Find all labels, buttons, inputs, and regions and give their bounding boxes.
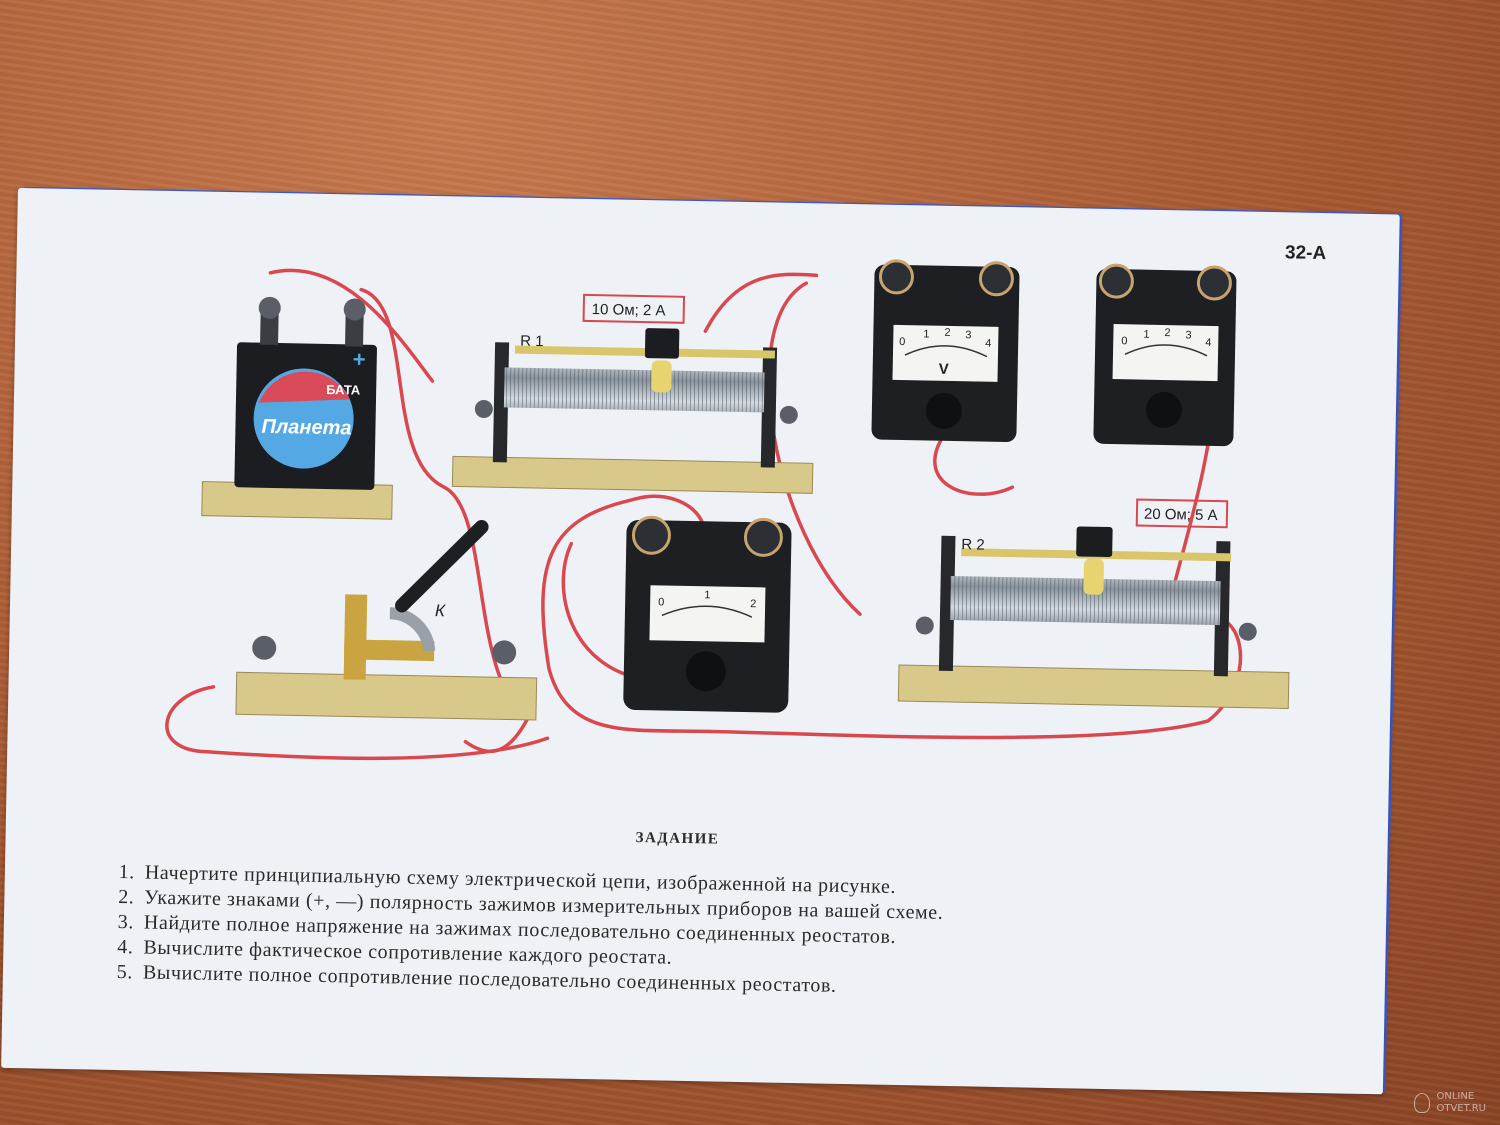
- ammeter-top: 0 1 2 3 4: [1093, 263, 1237, 447]
- knife-switch: К: [235, 519, 538, 721]
- voltmeter-tick-1: 1: [923, 328, 929, 340]
- ammeter-bottom-tick-2: 2: [750, 598, 756, 610]
- ammeter-bottom-tick-0: 0: [658, 596, 664, 608]
- voltmeter-unit: V: [939, 361, 949, 378]
- battery-brand: Планета: [261, 416, 351, 440]
- voltmeter-tick-2: 2: [944, 327, 950, 339]
- ammeter-top-tick-1: 1: [1143, 329, 1149, 341]
- wire-r1-to-voltmeter: [703, 272, 819, 333]
- ammeter-top-tick-0: 0: [1121, 335, 1127, 347]
- ammeter-bottom: 0 1 2: [623, 515, 792, 713]
- switch-label: К: [435, 601, 446, 620]
- wire-battery-to-r1: [268, 268, 435, 383]
- ammeter-top-tick-2: 2: [1164, 327, 1170, 339]
- rheostat-r1: R 1 10 Ом; 2 А: [451, 293, 814, 494]
- wire-switch-to-ammeter: [165, 685, 550, 761]
- circuit-illustration: БАТА Планета + R 1 10 Ом; 2 А: [165, 259, 1290, 761]
- voltmeter: 0 1 2 3 4 V: [871, 259, 1020, 443]
- battery-label-top: БАТА: [326, 382, 361, 398]
- r2-rating: 20 Ом; 5 А: [1144, 506, 1218, 524]
- task-title: ЗАДАНИЕ: [635, 829, 720, 848]
- lightbulb-icon: [1414, 1093, 1431, 1113]
- ammeter-bottom-tick-1: 1: [704, 589, 710, 601]
- r1-rating: 10 Ом; 2 А: [592, 301, 666, 319]
- wire-ammeter-bottom-to-r2: [561, 541, 651, 682]
- task-list: 1.Начертите принципиальную схему электри…: [103, 860, 944, 1001]
- rheostat-r2: R 2 20 Ом; 5 А: [897, 498, 1290, 709]
- voltmeter-tick-3: 3: [965, 329, 971, 341]
- task-card: 32-А: [1, 188, 1400, 1095]
- voltmeter-tick-0: 0: [899, 336, 905, 348]
- r1-label: R 1: [520, 333, 544, 350]
- watermark: ONLINE OTVET.RU: [1414, 1091, 1486, 1115]
- voltmeter-tick-4: 4: [985, 338, 991, 350]
- ammeter-top-tick-4: 4: [1205, 337, 1211, 349]
- battery: БАТА Планета +: [201, 296, 393, 520]
- r2-label: R 2: [961, 536, 985, 553]
- battery-plus: +: [353, 346, 366, 371]
- ammeter-top-tick-3: 3: [1185, 329, 1191, 341]
